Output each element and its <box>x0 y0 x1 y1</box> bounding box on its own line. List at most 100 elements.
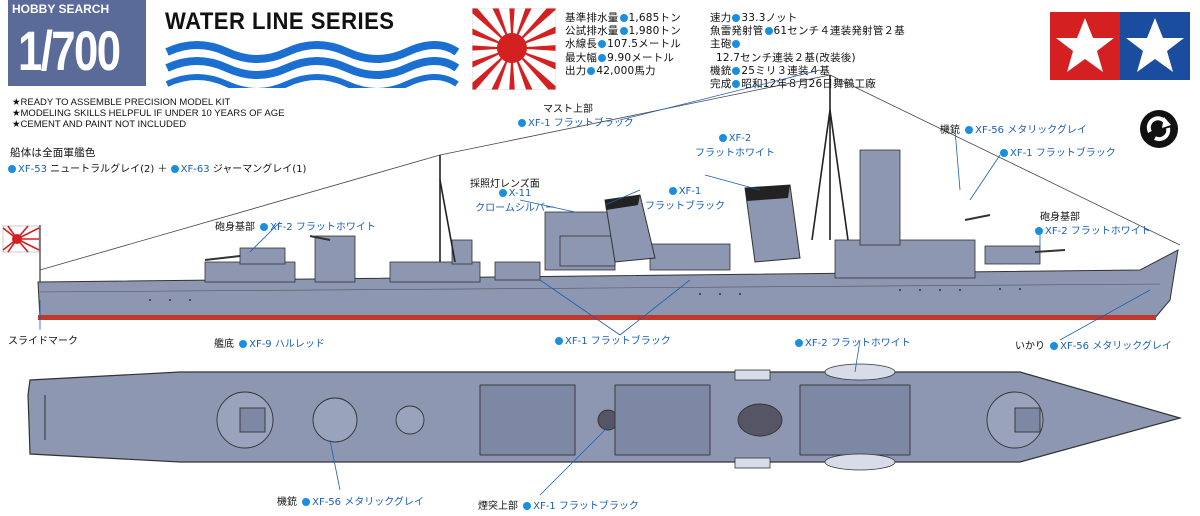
paint-dot-icon <box>1035 227 1043 235</box>
spec-label: 速力 <box>710 12 732 24</box>
paint-dot-icon <box>1050 342 1059 350</box>
spec-dot-icon <box>732 14 741 22</box>
top-turrets <box>216 384 1044 456</box>
spec-dot-icon <box>732 40 741 49</box>
spec-dot-icon <box>619 27 628 36</box>
paint-dot-icon <box>239 340 248 348</box>
gun-base-right-title: 砲身基部 <box>1040 212 1080 223</box>
spec-row: 12.7センチ連装２基(改装後) <box>710 50 905 64</box>
hull-color-mix: XF-53 ニュートラルグレイ(2) ＋ XF-63 ジャーマングレイ(1) <box>8 160 306 175</box>
leader-lines <box>39 69 1151 496</box>
machinegun-top-paint: 機銃 XF-56 メタリックグレイ <box>940 125 1087 136</box>
rising-sun-flag-icon <box>472 8 556 90</box>
spec-row: 機銃 25ミリ３連装４基 <box>710 63 905 77</box>
paint-dot-icon <box>718 134 727 142</box>
paint-dot-icon <box>1000 149 1008 157</box>
spec-row: 水線長 107.5メートル <box>565 36 681 51</box>
spec-dot-icon <box>764 27 773 36</box>
stern-flag-icon <box>2 225 41 282</box>
series-title: WATER LINE SERIES <box>165 8 395 35</box>
spec-value: 25ミリ３連装４基 <box>741 64 831 77</box>
note-line: ★READY TO ASSEMBLE PRECISION MODEL KIT <box>12 97 231 108</box>
spec-value: 107.5メートル <box>607 38 681 51</box>
spec-label: 機銃 <box>710 64 732 77</box>
spec-row: 公試排水量 1,980トン <box>565 23 681 38</box>
spec-value: 42,000馬力 <box>596 64 656 77</box>
rigging-lines <box>39 74 1181 271</box>
paint-dot-icon <box>518 119 526 127</box>
spec-row: 最大幅 9.90メートル <box>565 50 681 64</box>
kit-notes: ★READY TO ASSEMBLE PRECISION MODEL KIT ★… <box>12 97 285 130</box>
watermark: HOBBY SEARCH <box>12 2 110 16</box>
paint-dot-icon <box>170 165 179 173</box>
note-line: ★CEMENT AND PAINT NOT INCLUDED <box>12 119 187 130</box>
specs-left: 基準排水量 1,685トン公試排水量 1,980トン水線長 107.5メートル最大幅 9… <box>565 10 681 77</box>
paint-dot-icon <box>498 189 507 197</box>
xf1-center-paint: XF-1 フラットブラック <box>645 186 725 212</box>
spec-dot-icon <box>619 14 628 22</box>
spec-dot-icon <box>587 66 596 75</box>
bottom-paint: 艦底 XF-9 ハルレッド <box>214 339 325 350</box>
spec-row: 速力 33.3ノット <box>710 10 905 24</box>
searchlight-paint: X-11 クロームシルバー <box>475 188 555 214</box>
spec-label: 最大幅 <box>565 51 598 64</box>
series-logo <box>157 0 460 94</box>
side-gun-barrels <box>204 214 1066 261</box>
spec-row: 主砲 <box>710 36 905 51</box>
note-line: ★MODELING SKILLS HELPFUL IF UNDER 10 YEA… <box>12 108 285 119</box>
spec-value: 61センチ４連装発射管２基 <box>773 25 905 38</box>
machinegun-bottom-paint: 機銃 XF-56 メタリックグレイ <box>277 497 424 508</box>
searchlight-title: 採照灯レンズ面 <box>470 179 540 190</box>
wave-logo-graphic <box>165 41 460 94</box>
paint-dot-icon <box>302 498 311 506</box>
side-superstructure <box>204 149 1041 283</box>
anchor-paint: いかり XF-56 メタリックグレイ <box>1015 341 1172 352</box>
spec-dot-icon <box>732 79 741 88</box>
xf1-lower-paint: XF-1 フラットブラック <box>555 332 671 347</box>
spec-dot-icon <box>598 53 607 62</box>
paint-dot-icon <box>260 223 269 231</box>
xf1-right-paint: XF-1 フラットブラック <box>1000 144 1116 159</box>
spec-label: 基準排水量 <box>565 12 619 24</box>
recycle-icon <box>1140 110 1178 148</box>
funnel-top-paint: 煙突上部 XF-1 フラットブラック <box>478 501 639 512</box>
spec-value: 12.7センチ連装２基(改装後) <box>716 51 856 64</box>
spec-label: 水線長 <box>565 38 598 51</box>
spec-label: 主砲 <box>710 38 732 51</box>
top-boats <box>734 363 896 471</box>
spec-label: 公試排水量 <box>565 25 619 38</box>
spec-label: 魚雷発射管 <box>710 25 764 38</box>
paint-dot-icon <box>523 502 532 510</box>
tamiya-logo-icon <box>1050 12 1190 80</box>
paint-dot-icon <box>555 337 563 345</box>
spec-value: 1,685トン <box>628 12 681 24</box>
paint-dot-icon <box>795 339 803 347</box>
spec-value: 9.90メートル <box>607 51 675 64</box>
paint-dot-icon <box>965 126 974 134</box>
slide-mark-label: スライドマーク <box>8 336 78 347</box>
side-portholes <box>149 288 1021 301</box>
scale-label: 1/700 <box>18 19 121 82</box>
spec-row: 魚雷発射管 61センチ４連装発射管２基 <box>710 23 905 38</box>
spec-row: 出力 42,000馬力 <box>565 63 681 77</box>
mast-top-title: マスト上部 <box>543 104 593 115</box>
xf2-deck-paint: XF-2 フラットホワイト <box>795 334 911 349</box>
paint-dot-icon <box>8 165 16 173</box>
scale-badge: HOBBY SEARCH 1/700 <box>8 0 146 86</box>
mast-top-paint: XF-1 フラットブラック <box>518 114 634 129</box>
spec-label: 完成 <box>710 77 732 90</box>
xf2-center-paint: XF-2 フラットホワイト <box>695 133 775 159</box>
spec-value: 1,980トン <box>628 25 681 38</box>
hull-color-caption: 船体は全面軍艦色 <box>10 147 96 159</box>
spec-dot-icon <box>732 66 741 75</box>
gun-base-left-paint: 砲身基部 XF-2 フラットホワイト <box>215 222 376 233</box>
side-masts <box>439 75 849 263</box>
spec-label: 出力 <box>565 64 587 77</box>
spec-dot-icon <box>598 40 607 49</box>
paint-dot-icon <box>668 187 677 195</box>
gun-base-right-paint: XF-2 フラットホワイト <box>1035 222 1151 237</box>
spec-value: 33.3ノット <box>741 12 798 24</box>
spec-row: 基準排水量 1,685トン <box>565 10 681 24</box>
